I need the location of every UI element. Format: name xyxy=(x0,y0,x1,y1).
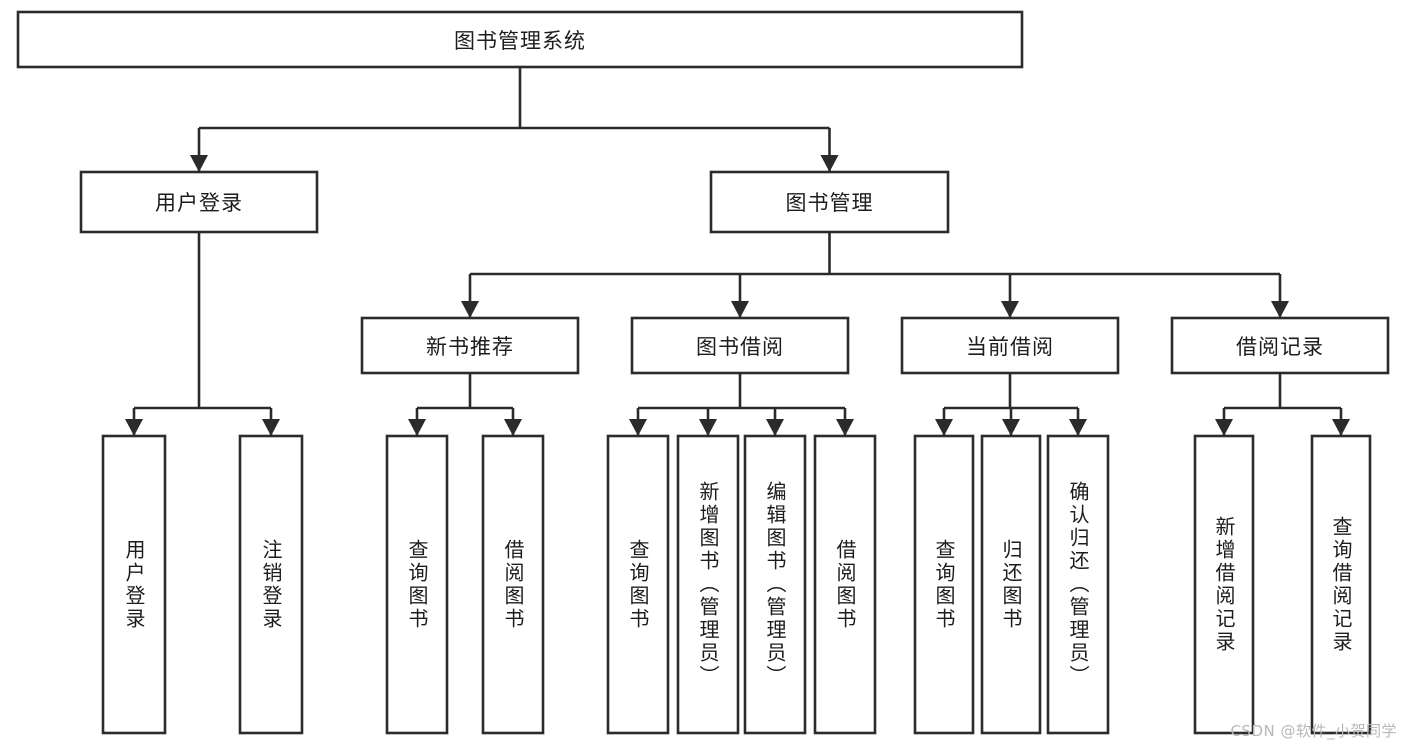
arrow-head-current-borrow-2 xyxy=(1069,419,1087,436)
node-box-leaf-bb-add-book[interactable] xyxy=(676,434,740,735)
node-box-borrow-record[interactable] xyxy=(1170,316,1390,375)
node-box-leaf-cb-return-book[interactable] xyxy=(980,434,1042,735)
arrow-head-current-borrow-0 xyxy=(935,419,953,436)
arrow-head-new-book-rec-0 xyxy=(408,419,426,436)
node-box-book-manage[interactable] xyxy=(709,170,950,234)
arrow-head-borrow-record-0 xyxy=(1215,419,1233,436)
node-box-root[interactable] xyxy=(16,10,1024,69)
node-box-leaf-rec-query-book[interactable] xyxy=(385,434,449,735)
arrow-head-new-book-rec-1 xyxy=(504,419,522,436)
node-box-leaf-br-query-record[interactable] xyxy=(1310,434,1372,735)
arrow-head-borrow-record-1 xyxy=(1332,419,1350,436)
node-box-current-borrow[interactable] xyxy=(900,316,1120,375)
arrow-head-book-borrow-3 xyxy=(836,419,854,436)
node-box-leaf-rec-borrow-book[interactable] xyxy=(481,434,545,735)
node-box-leaf-bb-edit-book[interactable] xyxy=(743,434,807,735)
connector-layer xyxy=(125,67,1350,436)
node-box-leaf-br-add-record[interactable] xyxy=(1193,434,1255,735)
arrow-head-root-1 xyxy=(820,155,839,172)
node-box-leaf-user-login[interactable] xyxy=(101,434,167,735)
node-box-user-login[interactable] xyxy=(79,170,319,234)
node-box-leaf-bb-query-book[interactable] xyxy=(606,434,670,735)
arrow-head-user-login-1 xyxy=(262,419,280,436)
arrow-head-book-manage-3 xyxy=(1271,301,1289,318)
arrow-head-book-manage-1 xyxy=(731,301,749,318)
arrow-head-book-manage-0 xyxy=(461,301,479,318)
arrow-head-root-0 xyxy=(190,155,208,172)
node-box-leaf-cb-confirm-return[interactable] xyxy=(1046,434,1110,735)
arrow-head-book-borrow-1 xyxy=(699,419,717,436)
node-box-new-book-rec[interactable] xyxy=(360,316,580,375)
arrow-head-book-borrow-2 xyxy=(766,419,784,436)
node-box-leaf-logout[interactable] xyxy=(238,434,304,735)
arrow-head-book-manage-2 xyxy=(1001,301,1019,318)
arrow-head-book-borrow-0 xyxy=(629,419,647,436)
arrow-head-user-login-0 xyxy=(125,419,143,436)
node-box-leaf-cb-query-book[interactable] xyxy=(913,434,975,735)
watermark-text: CSDN @软件_小贺同学 xyxy=(1230,722,1397,740)
arrow-head-current-borrow-1 xyxy=(1002,419,1020,436)
node-box-book-borrow[interactable] xyxy=(630,316,850,375)
node-box-leaf-bb-borrow-book[interactable] xyxy=(813,434,877,735)
node-box-layer xyxy=(16,10,1390,735)
